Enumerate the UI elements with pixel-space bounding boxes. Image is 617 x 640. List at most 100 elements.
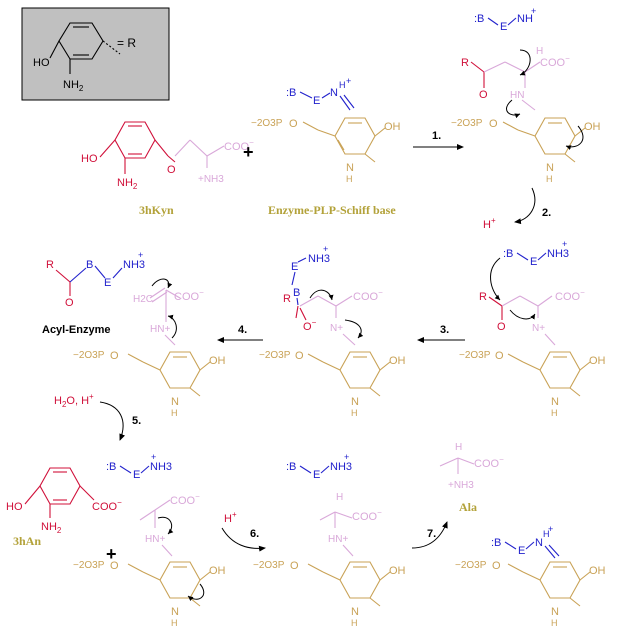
plus-sign-2: + <box>106 544 117 564</box>
svg-text:OH: OH <box>589 565 606 577</box>
svg-text:N: N <box>171 396 179 408</box>
svg-text:NH3: NH3 <box>308 253 330 265</box>
svg-text:B: B <box>293 287 300 299</box>
molecule-intermediate-1: :B E NH + R O H COO− HN OH N H −2O3P O <box>451 6 601 184</box>
svg-text:B: B <box>86 259 93 271</box>
svg-text::B: :B <box>474 13 484 25</box>
svg-text:+: + <box>531 6 536 16</box>
svg-text:E: E <box>530 256 537 268</box>
molecule-alanine: H COO− +NH3 Ala <box>439 442 504 514</box>
svg-text:OH: OH <box>389 565 406 577</box>
label-acyl-enzyme: Acyl-Enzyme <box>42 324 110 336</box>
svg-text:+NH3: +NH3 <box>198 174 224 185</box>
svg-text:OH: OH <box>584 121 601 133</box>
legend-nh2-label: NH2 <box>63 79 84 93</box>
step2-arrow <box>514 187 536 225</box>
svg-text:NH3: NH3 <box>150 461 172 473</box>
step5-reagent: H2O, H+ <box>54 392 94 409</box>
svg-text:COO−: COO− <box>92 498 122 513</box>
svg-text:−2O3P: −2O3P <box>259 350 291 361</box>
svg-text:−2O3P: −2O3P <box>455 560 487 571</box>
svg-text:+: + <box>548 524 553 534</box>
svg-text::B: :B <box>491 537 501 549</box>
svg-text:R: R <box>46 259 54 271</box>
svg-text:O: O <box>110 560 119 572</box>
svg-text:O: O <box>110 350 119 362</box>
svg-text:O: O <box>497 321 506 333</box>
svg-text:OH: OH <box>384 121 401 133</box>
svg-text:N+: N+ <box>330 323 343 334</box>
svg-text:−2O3P: −2O3P <box>251 118 283 129</box>
molecule-3han: HO NH2 COO− 3hAn <box>6 467 122 548</box>
svg-text:N: N <box>535 537 543 549</box>
label-schiff-base: Enzyme-PLP-Schiff base <box>268 203 396 217</box>
svg-text:NH2: NH2 <box>41 521 62 535</box>
svg-text:E: E <box>313 469 320 481</box>
svg-text:N: N <box>330 87 338 99</box>
svg-text:H: H <box>336 492 343 503</box>
svg-text::B: :B <box>286 87 296 99</box>
svg-text:O: O <box>495 350 504 362</box>
svg-text::B: :B <box>503 248 513 260</box>
svg-text:E: E <box>313 95 320 107</box>
molecule-acyl-enzyme: R O B E NH3 + Acyl-Enzyme <box>42 250 145 336</box>
svg-text:NH: NH <box>517 13 533 25</box>
svg-text:O: O <box>492 560 501 572</box>
step5-label: 5. <box>132 415 141 427</box>
step7-label: 7. <box>427 528 436 540</box>
svg-text:COO−: COO− <box>540 54 570 69</box>
svg-text:H: H <box>339 80 346 90</box>
molecule-intermediate-3: E NH3 + B R O− COO− N+ OH N H −2O3P O <box>259 244 406 418</box>
svg-text:H: H <box>546 174 553 184</box>
svg-text:OH: OH <box>209 565 226 577</box>
svg-text:−2O3P: −2O3P <box>253 560 285 571</box>
svg-text:H: H <box>351 618 358 628</box>
molecule-intermediate-5: :B E NH3 + H COO− HN+ OH N H −2O3P O <box>253 452 406 628</box>
svg-text:E: E <box>133 469 140 481</box>
step2-label: 2. <box>542 207 551 219</box>
svg-text:+: + <box>344 452 349 462</box>
svg-text:H: H <box>171 618 178 628</box>
svg-text:OH: OH <box>389 355 406 367</box>
svg-text:H: H <box>346 174 353 184</box>
svg-text:O: O <box>479 89 488 101</box>
svg-text:O−: O− <box>303 318 317 333</box>
svg-text:N: N <box>551 396 559 408</box>
svg-text:O: O <box>489 118 498 130</box>
svg-text:COO−: COO− <box>353 288 383 303</box>
svg-text:COO−: COO− <box>352 508 382 523</box>
svg-text:H: H <box>543 529 550 539</box>
svg-text:−2O3P: −2O3P <box>451 118 483 129</box>
svg-text:COO−: COO− <box>474 455 504 470</box>
svg-text:H: H <box>455 442 462 453</box>
molecule-intermediate-4: :B E NH3 + COO− HN+ OH N H −2O3P O <box>73 452 226 628</box>
svg-text:+: + <box>151 452 156 462</box>
svg-text:NH3: NH3 <box>123 259 145 271</box>
svg-text:−2O3P: −2O3P <box>459 350 491 361</box>
svg-text::B: :B <box>106 461 116 473</box>
legend-r-label: = R <box>117 36 136 50</box>
svg-text:+: + <box>346 76 351 86</box>
svg-text:O: O <box>289 118 298 130</box>
svg-text::B: :B <box>286 461 296 473</box>
svg-text:OH: OH <box>209 355 226 367</box>
svg-text:+: + <box>562 239 567 249</box>
label-alanine: Ala <box>459 500 477 514</box>
svg-text:H: H <box>171 408 178 418</box>
svg-text:+NH3: +NH3 <box>448 480 474 491</box>
step3-label: 3. <box>440 324 449 336</box>
svg-text:N: N <box>351 606 359 618</box>
svg-text:H: H <box>536 46 543 57</box>
step6-hplus: H+ <box>224 510 237 525</box>
svg-text:H2C: H2C <box>133 294 153 305</box>
svg-text:HN+: HN+ <box>328 534 348 545</box>
svg-text:R: R <box>479 291 487 303</box>
legend-ho-label: HO <box>33 57 50 69</box>
svg-text:HN+: HN+ <box>150 324 170 335</box>
svg-text:NH2: NH2 <box>117 177 138 191</box>
svg-text:HO: HO <box>81 153 98 165</box>
step7-arrow <box>411 521 448 549</box>
svg-text:N: N <box>346 162 354 174</box>
molecule-schiff-base-regenerated: :B E N H + OH N H −2O3P O <box>455 524 606 628</box>
svg-text:HN: HN <box>510 90 524 101</box>
